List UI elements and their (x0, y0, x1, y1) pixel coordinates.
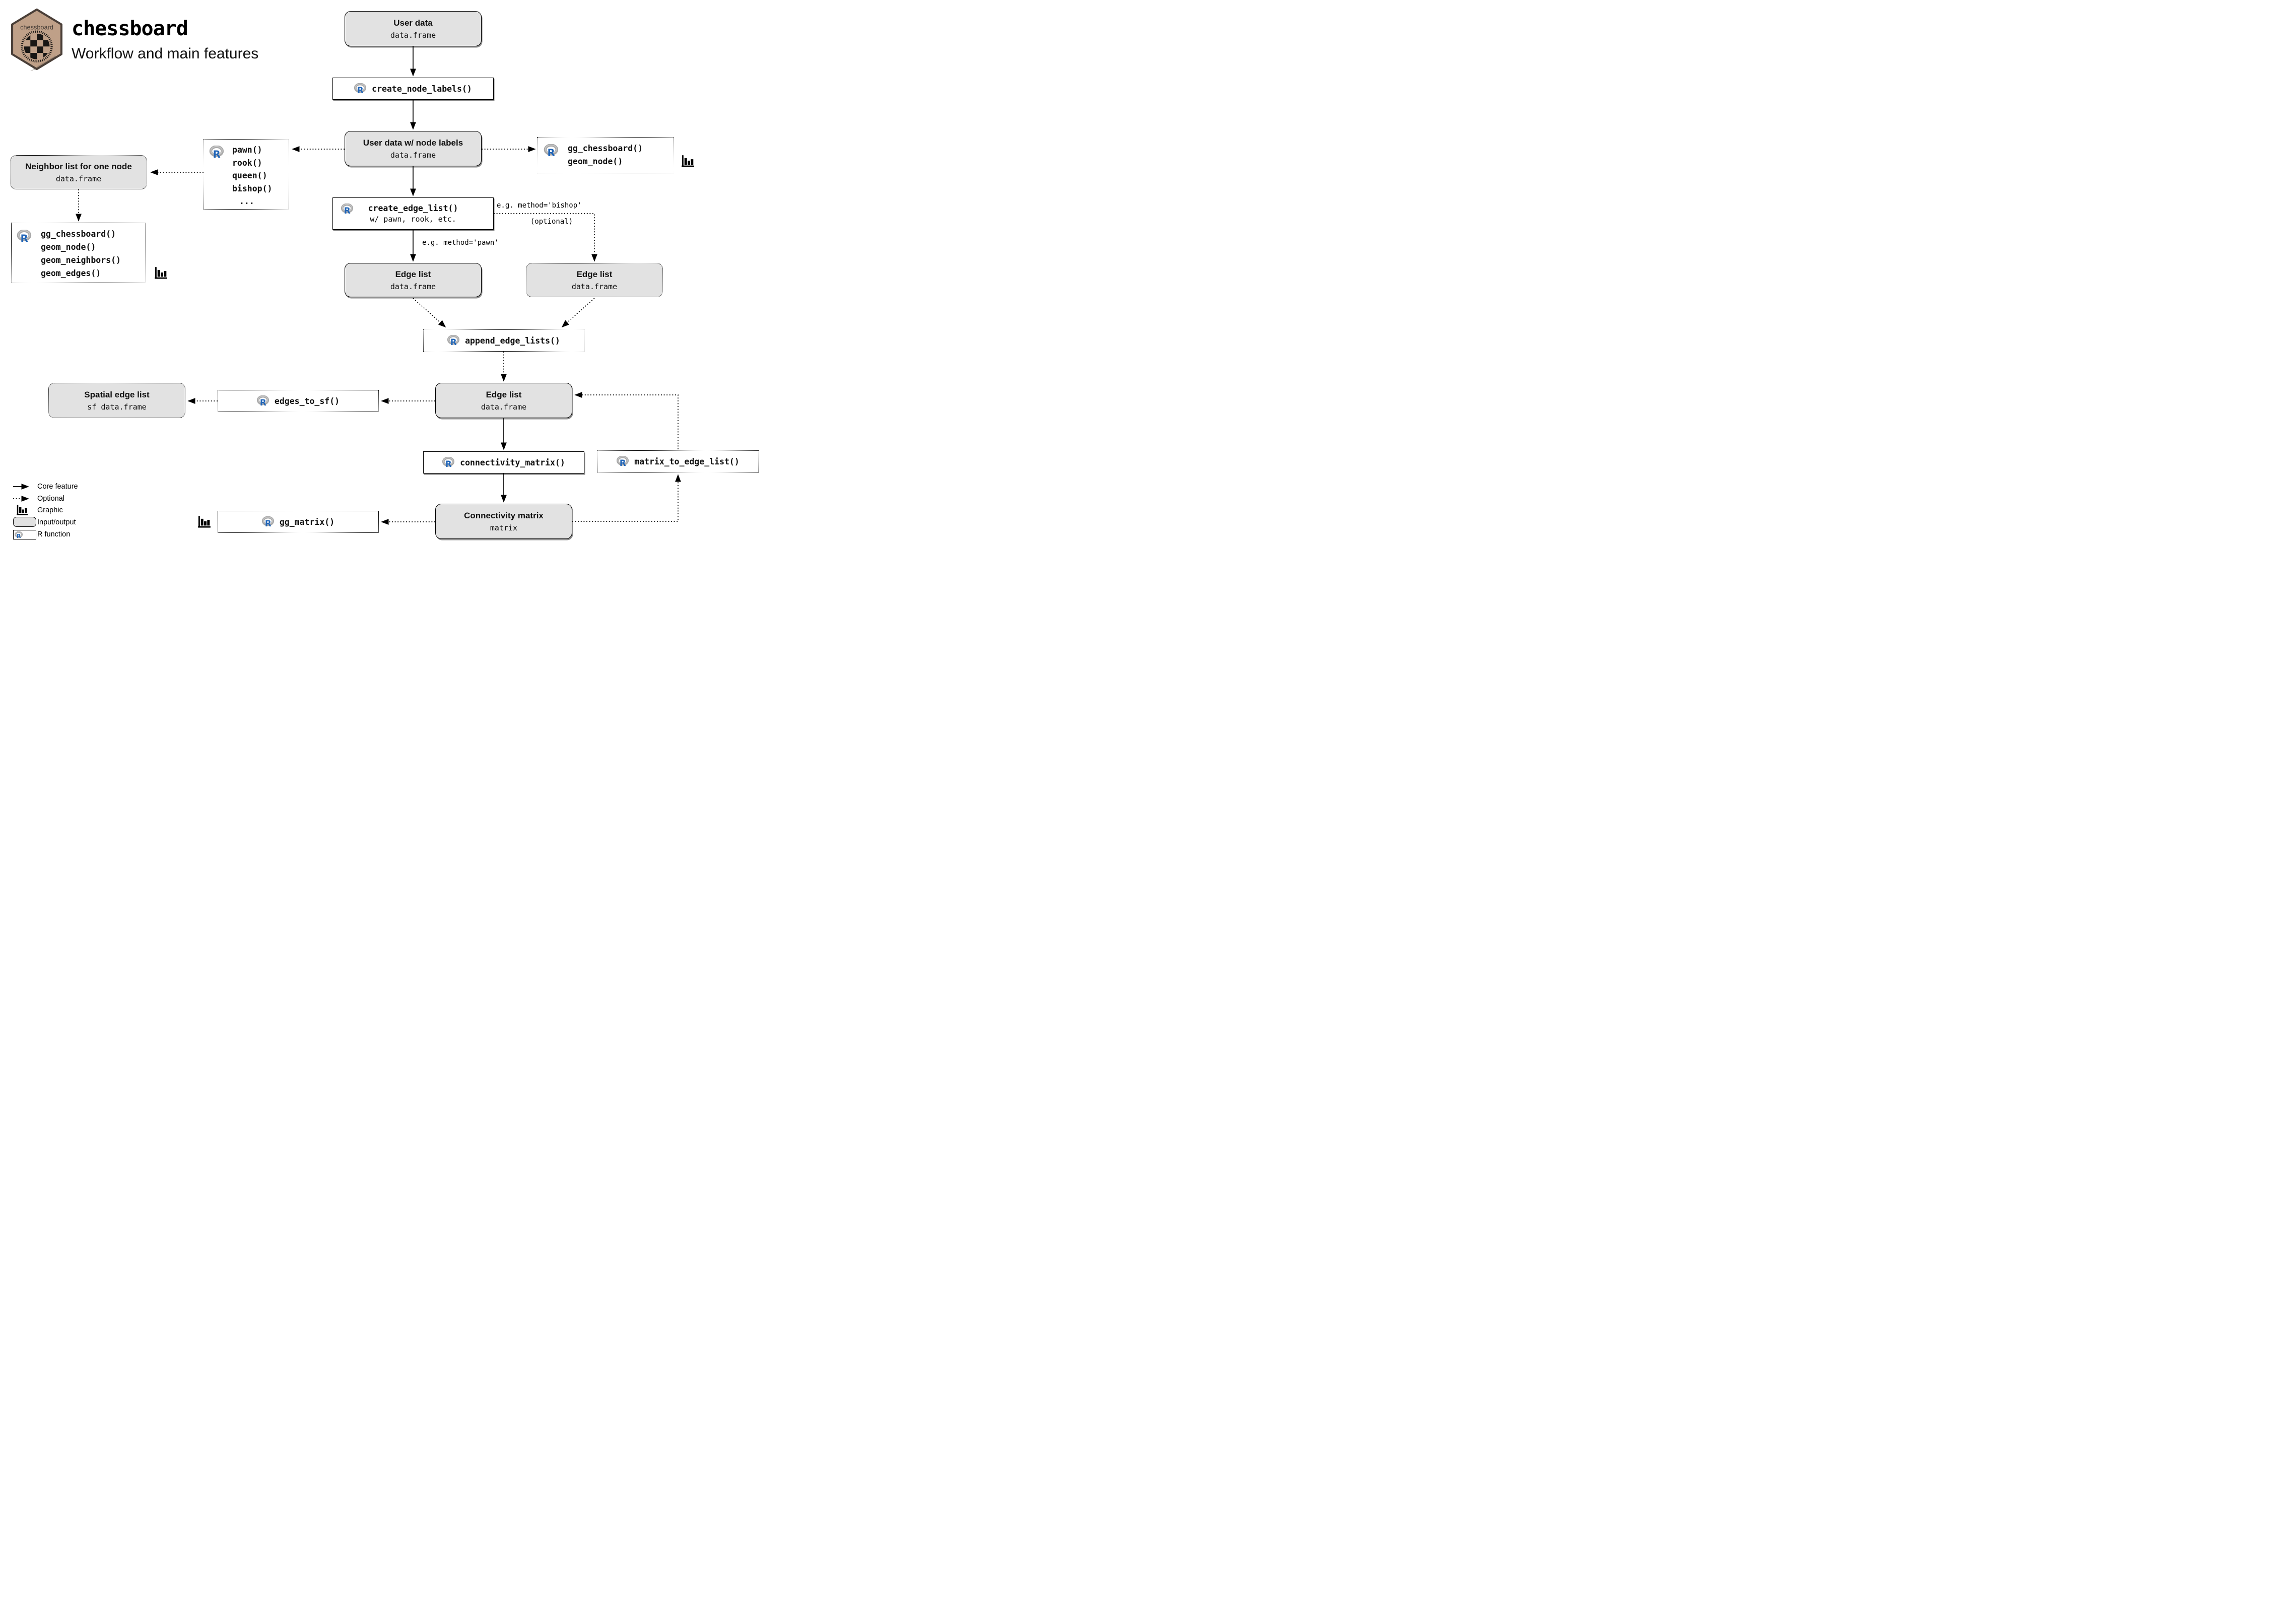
fn-edges-to-sf: edges_to_sf() (218, 390, 379, 412)
node-user-data: User data data.frame (345, 11, 482, 46)
node-edge-list-mid: Edge list data.frame (435, 383, 572, 418)
fn-connectivity-matrix: connectivity_matrix() (423, 451, 584, 473)
node-edge-list-right: Edge list data.frame (526, 263, 663, 297)
fn-label: geom_node() (568, 157, 623, 166)
fn-label: rook() (232, 158, 262, 168)
legend-core-feature: Core feature (37, 483, 78, 491)
checkerboard-icon (24, 33, 50, 59)
chessboard-hex-logo: chessboard https://github.com/frbcesab/c… (11, 8, 62, 71)
legend-rfn-swatch (13, 530, 36, 539)
node-subtitle: data.frame (390, 30, 436, 40)
r-logo-icon (15, 531, 23, 539)
node-subtitle: matrix (490, 523, 518, 532)
node-title: User data w/ node labels (363, 138, 463, 148)
node-subtitle: data.frame (55, 174, 102, 183)
fn-label: ... (239, 196, 254, 206)
node-subtitle: data.frame (571, 282, 618, 291)
fn-matrix-to-edge-list: matrix_to_edge_list() (597, 450, 759, 472)
arrow-connectivitymatrix-matrixtoedgelist (572, 474, 681, 522)
node-subtitle: sf data.frame (87, 402, 147, 412)
logo-wordmark: chessboard (20, 24, 53, 31)
node-spatial-edge-list: Spatial edge list sf data.frame (48, 383, 185, 418)
node-subtitle: data.frame (390, 282, 436, 291)
annotation-optional: (optional) (530, 218, 573, 226)
r-logo-icon (341, 204, 354, 215)
fn-label: geom_edges() (41, 268, 101, 278)
node-user-data-labels: User data w/ node labels data.frame (345, 131, 482, 166)
r-logo-icon (257, 395, 270, 407)
node-title: User data (393, 18, 433, 28)
r-logo-icon (354, 83, 367, 95)
fn-label: create_edge_list() (368, 204, 458, 213)
fn-create-edge-list: create_edge_list() w/ pawn, rook, etc. (332, 197, 494, 230)
r-logo-icon (17, 230, 32, 243)
fn-gg-matrix: gg_matrix() (218, 511, 379, 533)
fn-label: geom_neighbors() (41, 255, 121, 265)
fn-label: geom_node() (41, 242, 96, 252)
node-title: Edge list (486, 389, 522, 399)
annotation-method-pawn: e.g. method='pawn' (422, 239, 499, 247)
fn-label: gg_chessboard() (568, 144, 643, 153)
node-title: Connectivity matrix (464, 510, 544, 520)
node-title: Spatial edge list (84, 389, 150, 399)
arrow-edgelistright-append (561, 298, 595, 328)
arrow-edgelistleft-append (413, 298, 446, 328)
legend-input-output: Input/output (37, 518, 76, 526)
fn-pieces: pawn() rook() queen() bishop() ... (204, 139, 289, 210)
bar-chart-icon (16, 504, 28, 516)
node-title: Edge list (576, 269, 613, 279)
node-title: Neighbor list for one node (25, 161, 132, 171)
page-title: chessboard (72, 17, 188, 40)
fn-label: edges_to_sf() (274, 396, 340, 406)
node-subtitle: data.frame (390, 150, 436, 160)
r-logo-icon (262, 516, 275, 528)
fn-label: create_node_labels() (372, 84, 472, 94)
r-logo-icon (544, 144, 559, 158)
r-logo-icon (447, 335, 460, 347)
legend-r-function: R function (37, 530, 71, 538)
node-neighbor-list: Neighbor list for one node data.frame (10, 155, 147, 189)
fn-create-node-labels: create_node_labels() (332, 78, 494, 100)
fn-label: gg_matrix() (279, 517, 335, 527)
fn-label: gg_chessboard() (41, 229, 116, 239)
bar-chart-icon (197, 515, 211, 528)
r-logo-icon (617, 456, 629, 467)
fn-label: append_edge_lists() (465, 335, 560, 346)
legend-io-swatch (13, 517, 36, 527)
arrow-matrixtoedgelist-edgelistmid (574, 392, 679, 449)
fn-label: queen() (232, 171, 267, 180)
fn-label: bishop() (232, 183, 273, 193)
node-title: Edge list (395, 269, 431, 279)
fn-gg-chessboard-node: gg_chessboard() geom_node() (537, 137, 674, 173)
node-connectivity-matrix: Connectivity matrix matrix (435, 504, 572, 539)
page-subtitle: Workflow and main features (72, 45, 259, 62)
pawn-ring-icon (21, 30, 53, 62)
fn-label: pawn() (232, 145, 262, 155)
legend-optional: Optional (37, 495, 65, 503)
bar-chart-icon (681, 154, 695, 168)
node-subtitle: data.frame (481, 402, 527, 412)
legend-graphic: Graphic (37, 506, 63, 514)
bar-chart-icon (154, 266, 168, 280)
r-logo-icon (442, 457, 455, 468)
fn-label: matrix_to_edge_list() (634, 456, 739, 466)
node-edge-list-left: Edge list data.frame (345, 263, 482, 297)
fn-append-edge-lists: append_edge_lists() (423, 329, 584, 352)
fn-gg-group: gg_chessboard() geom_node() geom_neighbo… (11, 223, 146, 283)
r-logo-icon (209, 146, 225, 159)
fn-label: connectivity_matrix() (460, 457, 565, 467)
diagram-canvas: R (0, 0, 763, 542)
annotation-method-bishop: e.g. method='bishop' (497, 201, 582, 210)
fn-sublabel: w/ pawn, rook, etc. (370, 215, 456, 224)
